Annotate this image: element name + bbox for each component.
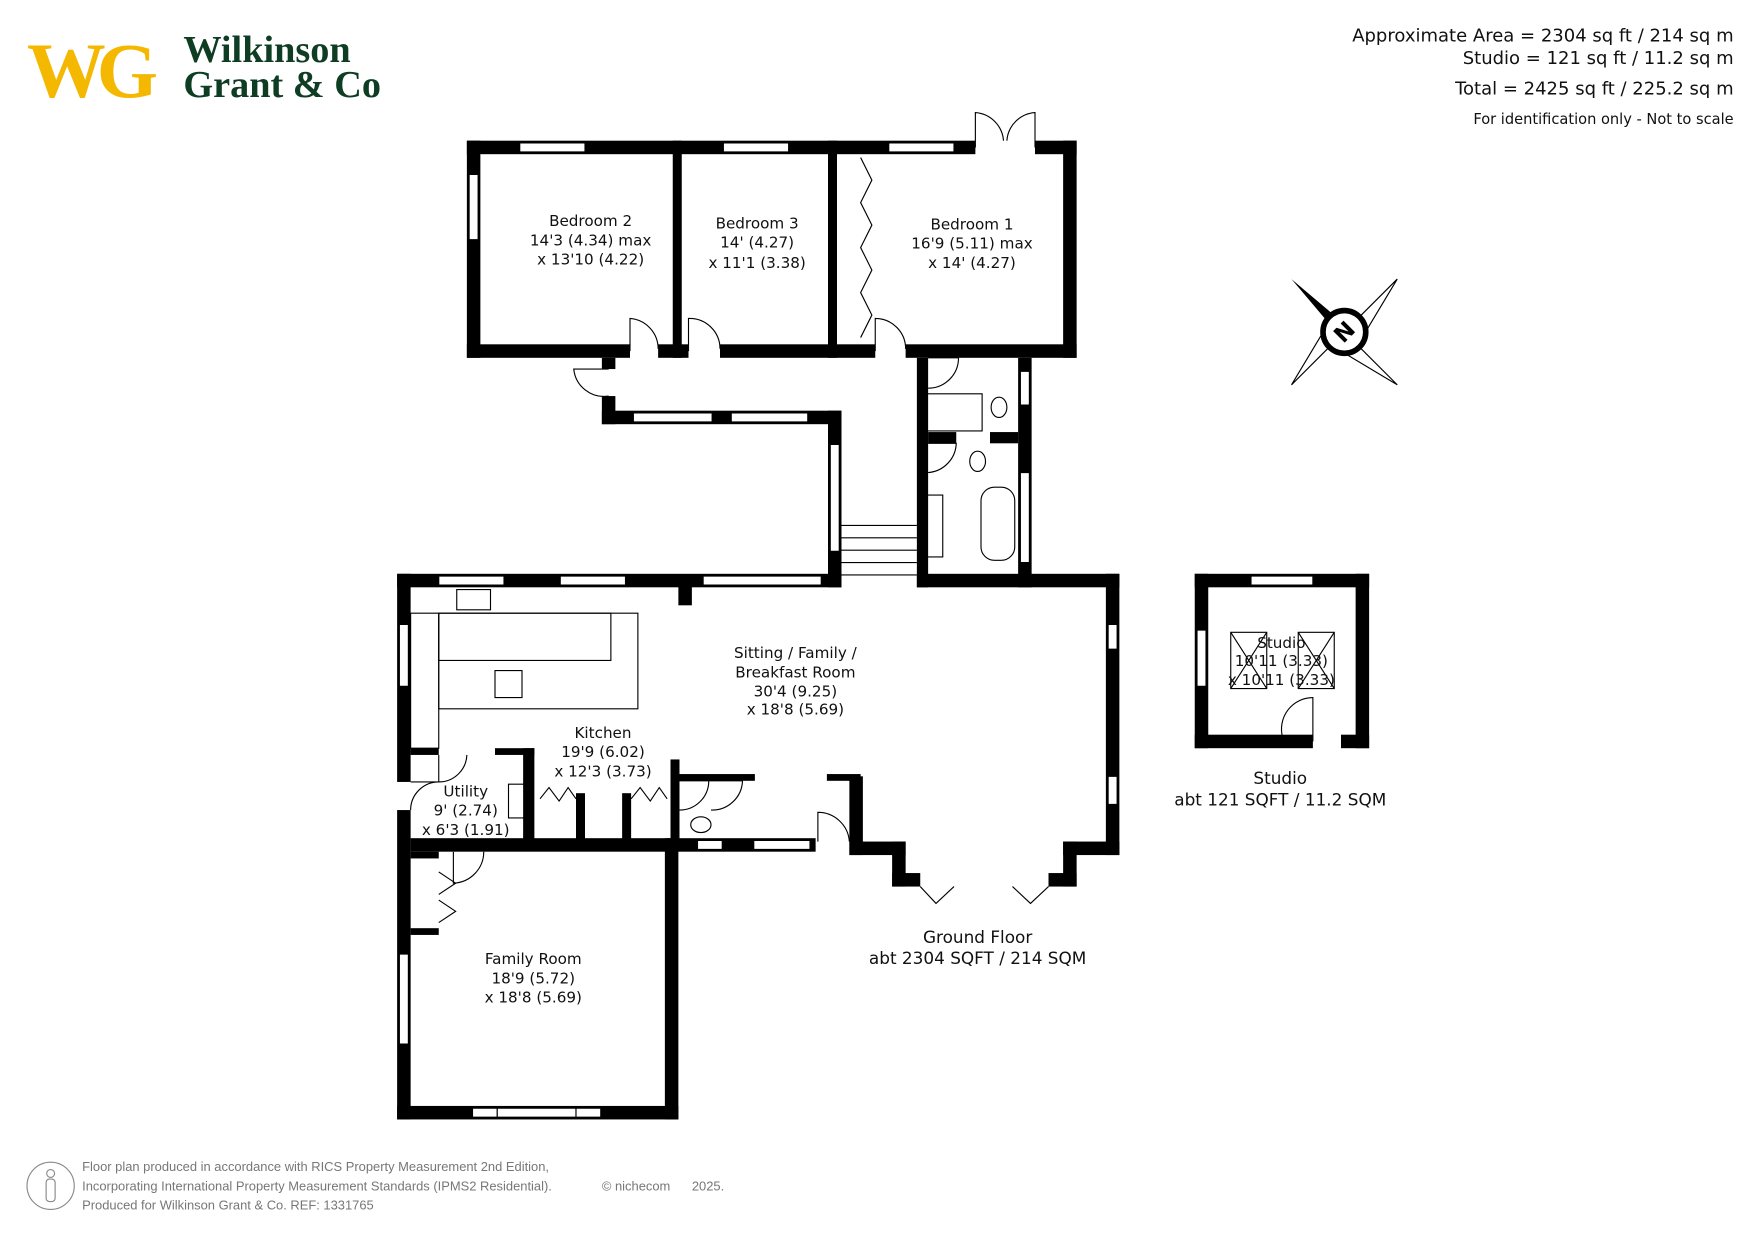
ground-floor-area: abt 2304 SQFT / 214 SQM — [869, 948, 1086, 968]
logo-monogram: WG — [27, 28, 157, 115]
room-name: Bedroom 2 — [549, 212, 632, 230]
room-dimension: 19'9 (6.02) — [561, 743, 645, 761]
person-icon — [26, 1161, 75, 1210]
room-dimension: 14' (4.27) — [720, 234, 794, 252]
studio-area: Studio = 121 sq ft / 11.2 sq m — [1463, 48, 1734, 69]
room-dimension: x 10'11 (3.33) — [1228, 671, 1335, 689]
room-dimension: x 18'8 (5.69) — [747, 700, 844, 718]
footer: Floor plan produced in accordance with R… — [26, 1159, 724, 1212]
room-name: Kitchen — [574, 724, 631, 742]
room-bedroom-2: Bedroom 2 14'3 (4.34) max x 13'10 (4.22) — [530, 212, 651, 268]
ground-floor-title: Ground Floor — [923, 927, 1032, 947]
logo-name-line1: Wilkinson — [183, 29, 350, 71]
footer-line1: Floor plan produced in accordance with R… — [82, 1159, 549, 1174]
room-sitting: Sitting / Family / Breakfast Room 30'4 (… — [734, 644, 858, 718]
room-name: Sitting / Family / — [734, 644, 858, 662]
room-dimension: x 6'3 (1.91) — [422, 821, 510, 839]
windows — [398, 142, 1314, 1118]
room-bedroom-3: Bedroom 3 14' (4.27) x 11'1 (3.38) — [708, 214, 805, 271]
footer-line3: Produced for Wilkinson Grant & Co. REF: … — [82, 1197, 374, 1212]
doors-fixtures — [410, 111, 1335, 924]
room-dimension: x 13'10 (4.22) — [537, 250, 644, 268]
studio-floor-area: abt 121 SQFT / 11.2 SQM — [1174, 790, 1386, 810]
room-dimension: x 18'8 (5.69) — [485, 988, 582, 1006]
approximate-area: Approximate Area = 2304 sq ft / 214 sq m — [1352, 26, 1733, 47]
room-dimension: x 14' (4.27) — [928, 254, 1016, 272]
room-dimension: 16'9 (5.11) max — [911, 235, 1032, 253]
footer-line2: Incorporating International Property Mea… — [82, 1178, 552, 1193]
room-bedroom-1: Bedroom 1 16'9 (5.11) max x 14' (4.27) — [911, 216, 1032, 272]
room-kitchen: Kitchen 19'9 (6.02) x 12'3 (3.73) — [554, 724, 651, 780]
room-name: Bedroom 1 — [930, 216, 1013, 234]
logo: WG Wilkinson Grant & Co — [27, 28, 381, 115]
room-dimension: 10'11 (3.33) — [1235, 652, 1328, 670]
studio-floor-title: Studio — [1253, 768, 1307, 788]
room-name: Studio — [1257, 634, 1305, 652]
room-dimension: x 11'1 (3.38) — [708, 254, 805, 272]
footer-copyright: © nichecom — [602, 1178, 670, 1193]
compass-icon: N — [1291, 278, 1398, 386]
room-name: Family Room — [485, 950, 582, 968]
room-dimension: 9' (2.74) — [434, 802, 498, 820]
room-dimension: 14'3 (4.34) max — [530, 231, 651, 249]
logo-name-line2: Grant & Co — [183, 64, 381, 106]
room-name: Utility — [443, 783, 488, 801]
room-family: Family Room 18'9 (5.72) x 18'8 (5.69) — [485, 950, 582, 1006]
room-studio: Studio 10'11 (3.33) x 10'11 (3.33) — [1228, 634, 1335, 689]
room-dimension: x 12'3 (3.73) — [554, 762, 651, 780]
room-name: Bedroom 3 — [716, 214, 799, 232]
room-name: Breakfast Room — [735, 663, 855, 681]
room-dimension: 30'4 (9.25) — [754, 682, 838, 700]
total-area: Total = 2425 sq ft / 225.2 sq m — [1454, 79, 1734, 100]
disclaimer: For identification only - Not to scale — [1473, 111, 1733, 128]
room-dimension: 18'9 (5.72) — [491, 969, 575, 987]
room-utility: Utility 9' (2.74) x 6'3 (1.91) — [422, 783, 510, 839]
footer-year: 2025. — [692, 1178, 724, 1193]
